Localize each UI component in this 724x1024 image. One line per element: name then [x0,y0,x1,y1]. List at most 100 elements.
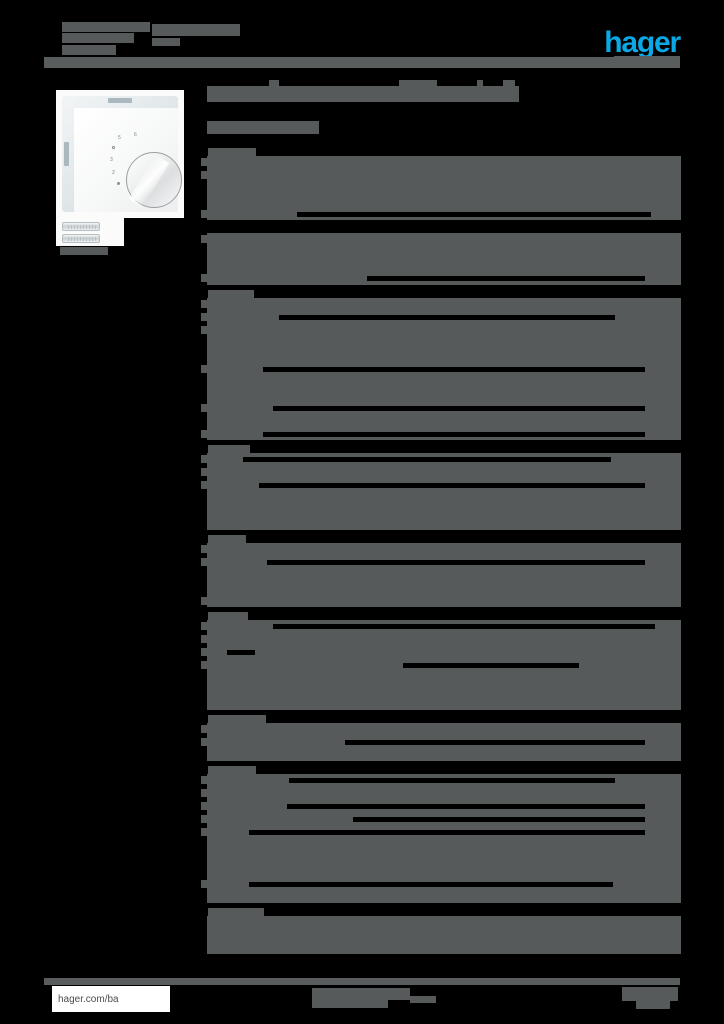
spec-row-marker [201,880,207,888]
footer-divider [44,978,680,985]
spec-row-value-gap [249,882,613,887]
spec-row-marker [201,738,207,746]
specification-table [201,148,681,959]
spec-row-value-gap [227,650,255,655]
spec-row-value-gap [273,624,655,629]
spec-row-marker [201,210,207,218]
spec-row-marker [201,815,207,823]
page-footer: hager.com/ba [0,978,724,1024]
spec-section [201,445,681,530]
spec-row-marker [201,648,207,656]
dial-mark-dot-lower [117,182,120,185]
spec-row-value-gap [243,457,611,462]
spec-row-value-gap [263,432,645,437]
spec-row-marker [201,171,207,179]
spec-row-marker [201,365,207,373]
spec-row-marker [201,635,207,643]
spec-section-heading [208,445,250,453]
footer-center-text-tail [410,996,436,1003]
footer-website-link[interactable]: hager.com/ba [58,993,119,1005]
spec-row-value-gap [249,830,645,835]
dial-mark-dot-upper [112,146,115,149]
spec-row-marker [201,404,207,412]
spec-section-heading [208,612,248,620]
spec-section-heading [208,715,266,723]
spec-row-value-gap [273,406,645,411]
screw-1 [62,222,100,231]
wall-plate-frame: 5 6 3 2 [62,96,182,212]
spec-row-marker [201,622,207,630]
spec-row-value-gap [289,778,615,783]
page-title-ascender-c [477,80,483,87]
page-title [207,86,519,102]
footer-page-number-secondary [636,1001,670,1009]
spec-row-marker [201,597,207,605]
thermostat-faceplate: 5 6 3 2 [74,108,182,212]
header-divider [44,57,680,68]
spec-row-marker [201,430,207,438]
dial-mark-3: 3 [110,157,113,163]
spec-row-value-gap [367,276,645,281]
spec-section-heading [208,908,264,916]
temperature-dial[interactable] [126,152,182,208]
spec-row-marker [201,802,207,810]
page-subtitle [207,121,319,134]
spec-row-marker [201,481,207,489]
figure-caption [60,247,108,255]
spec-row-value-gap [287,804,645,809]
spec-section [201,233,681,285]
spec-row-marker [201,545,207,553]
page-title-ascender-b [399,80,437,87]
spec-row-marker [201,789,207,797]
spec-section-body [201,543,681,607]
spec-section [201,766,681,903]
spec-row-value-gap [345,740,645,745]
dial-highlight [128,154,170,208]
spec-row-marker [201,468,207,476]
header-doc-code [62,22,150,32]
page-title-ascender-d [503,80,515,87]
spec-section [207,908,681,954]
spec-row-value-gap [403,663,579,668]
frame-notch-left [64,142,69,166]
spec-section [201,148,681,220]
spec-section-body [201,156,681,220]
frame-notch-top [108,98,132,103]
header-doc-subtitle [152,38,180,46]
spec-row-marker [201,300,207,308]
spec-row-marker [201,558,207,566]
footer-link-box[interactable]: hager.com/ba [52,986,170,1012]
spec-section-body [207,916,681,954]
spec-row-marker [201,158,207,166]
spec-section [201,715,681,761]
spec-row-marker [201,455,207,463]
accessory-screws [56,218,124,246]
spec-section-body [201,723,681,761]
screw-2 [62,234,100,243]
header-doc-code-tertiary [62,45,116,55]
spec-section-heading [208,148,256,156]
spec-section-heading [208,290,254,298]
spec-row-value-gap [353,817,645,822]
header-doc-code-secondary [62,33,134,43]
spec-section-body [201,453,681,530]
product-image: 5 6 3 2 [56,90,184,218]
spec-section [201,612,681,710]
spec-section [201,290,681,440]
spec-row-value-gap [297,212,651,217]
spec-row-value-gap [263,367,645,372]
page-header: hager [0,0,724,74]
spec-row-marker [201,725,207,733]
footer-center-text [312,988,410,1000]
dial-mark-2: 2 [112,170,115,176]
dial-mark-6: 6 [134,132,137,138]
spec-row-marker [201,326,207,334]
header-doc-title [152,24,240,36]
spec-row-marker [201,235,207,243]
spec-row-marker [201,313,207,321]
page-title-ascender-a [269,80,279,87]
spec-section-body [201,298,681,440]
footer-page-number [622,987,678,1001]
spec-section-heading [208,535,246,543]
